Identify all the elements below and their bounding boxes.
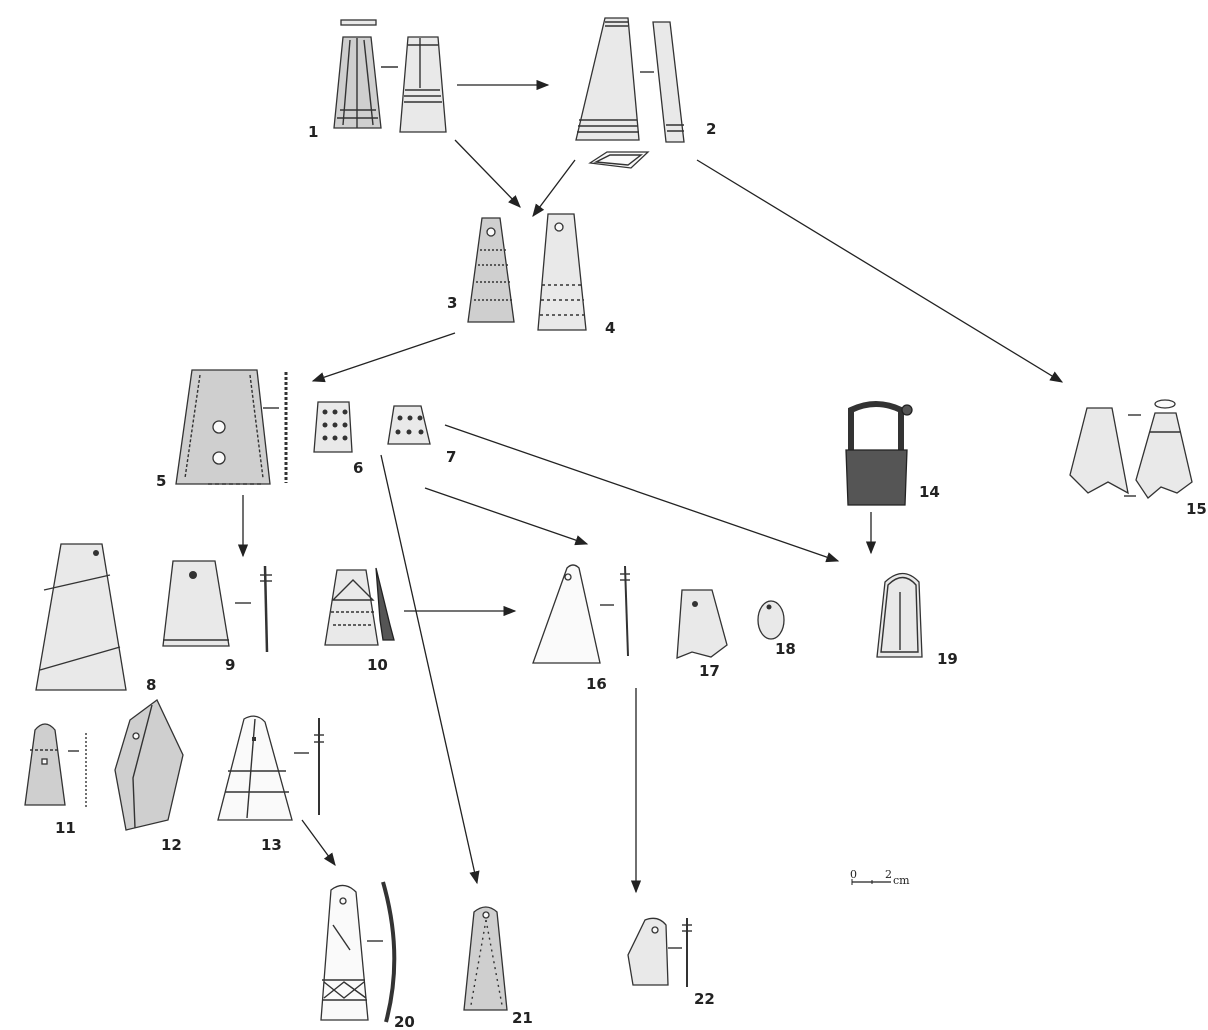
artifact-14	[846, 404, 912, 505]
label-6: 6	[353, 459, 363, 477]
artifact-20	[321, 882, 394, 1022]
scale-unit-label: cm	[893, 874, 910, 887]
artifact-3	[468, 218, 514, 322]
label-3: 3	[447, 294, 457, 312]
label-19: 19	[937, 650, 958, 668]
label-21: 21	[512, 1009, 533, 1027]
scale-bar: 0 2 cm	[850, 868, 910, 887]
artifact-16	[533, 565, 630, 663]
arrow-6-to-16	[425, 488, 587, 544]
artifact-13	[218, 716, 324, 820]
label-5: 5	[156, 472, 166, 490]
label-1: 1	[308, 123, 318, 141]
arrow-13-to-20	[302, 820, 335, 865]
label-22: 22	[694, 990, 715, 1008]
scale-start-label: 0	[850, 868, 857, 881]
figure-numbers: 1 2 3 4 5 6 7 8 9 10 11 12 13 14 15 16 1…	[55, 120, 1207, 1030]
artifact-15	[1070, 400, 1192, 498]
arrow-6-to-21	[381, 455, 477, 883]
artifact-18	[758, 601, 784, 639]
label-9: 9	[225, 656, 235, 674]
label-4: 4	[605, 319, 615, 337]
scale-end-label: 2	[885, 868, 892, 881]
artifact-7	[388, 406, 430, 444]
arrow-7-to-19	[445, 425, 838, 561]
artifact-17	[677, 590, 727, 658]
label-18: 18	[775, 640, 796, 658]
artifact-21	[464, 907, 507, 1010]
artifact-1	[334, 20, 446, 132]
label-2: 2	[706, 120, 716, 138]
arrow-1-to-3	[455, 140, 520, 207]
label-7: 7	[446, 448, 456, 466]
artifact-11	[25, 724, 86, 808]
artifact-8	[36, 544, 126, 690]
artifact-9	[163, 561, 272, 652]
artifact-4	[538, 214, 586, 330]
arrow-2-to-3	[533, 160, 575, 216]
arrow-3-to-5	[313, 333, 455, 381]
label-15: 15	[1186, 500, 1207, 518]
label-14: 14	[919, 483, 940, 501]
arrow-2-to-15	[697, 160, 1062, 382]
artifact-19	[877, 574, 922, 658]
label-16: 16	[586, 675, 607, 693]
artifact-22	[628, 918, 692, 987]
artifact-12	[115, 700, 183, 830]
label-20: 20	[394, 1013, 415, 1030]
label-12: 12	[161, 836, 182, 854]
artifact-2	[576, 18, 684, 168]
label-8: 8	[146, 676, 156, 694]
label-17: 17	[699, 662, 720, 680]
label-13: 13	[261, 836, 282, 854]
artifact-10	[325, 568, 394, 645]
artifact-6	[314, 402, 352, 452]
artifact-5	[176, 370, 286, 484]
label-10: 10	[367, 656, 388, 674]
label-11: 11	[55, 819, 76, 837]
